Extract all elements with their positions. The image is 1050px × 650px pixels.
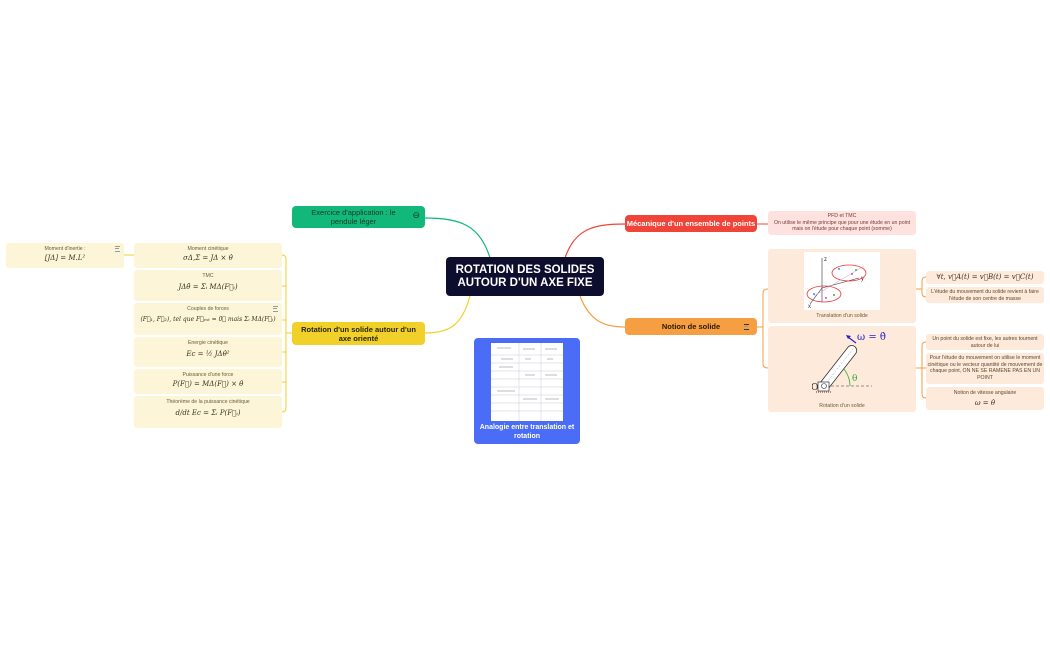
translation-fact-text[interactable]: L'étude du mouvement du solide revient à… xyxy=(926,287,1044,303)
omega-label: ω = θ̇ xyxy=(857,332,886,343)
item-label: Puissance d'une force xyxy=(182,372,234,378)
item-tmc[interactable]: TMC JΔθ̈ = Σᵢ MΔ(F⃗ᵢ) xyxy=(134,270,282,301)
item-label: Théorème de la puissance cinétique xyxy=(166,399,250,405)
inertia-formula: [JΔ] = M.L² xyxy=(44,253,86,262)
topic-solid-label: Notion de solide xyxy=(661,322,721,331)
fact-formula: ω = θ̇ xyxy=(974,398,996,407)
item-theoreme[interactable]: Théorème de la puissance cinétique d/dt … xyxy=(134,396,282,428)
topic-rotation-label: Rotation d'un solide autour d'un axe ori… xyxy=(301,324,416,343)
item-formula: (F⃗₁, F⃗₂), tel que F⃗ₑₓₜ = 0⃗ mais Σᵢ M… xyxy=(140,315,276,323)
mechanics-note-title: PFD et TMC xyxy=(827,213,857,219)
translation-image: z y x xyxy=(804,252,880,310)
item-formula: Ec = ½ JΔθ̇² xyxy=(186,349,230,358)
topic-exercise-label: Exercice d'application : le pendule lége… xyxy=(311,208,396,226)
mechanics-note[interactable]: PFD et TMC On utilise le même principe q… xyxy=(768,211,916,235)
fact-text: Notion de vitesse angulaire xyxy=(953,390,1017,396)
axis-z-label: z xyxy=(824,257,827,263)
item-formula: JΔθ̈ = Σᵢ MΔ(F⃗ᵢ) xyxy=(178,282,238,291)
topic-mechanics[interactable]: Mécanique d'un ensemble de points xyxy=(625,215,757,232)
axis-y-label: y xyxy=(861,276,864,282)
analogy-image xyxy=(491,343,563,421)
inertia-node[interactable]: Moment d'inertie : [JΔ] = M.L² xyxy=(6,243,124,268)
mechanics-note-text: On utilise le même principe que pour une… xyxy=(773,219,911,233)
rotation-fact-2[interactable]: Pour l'étude du mouvement on utilise le … xyxy=(926,353,1044,384)
item-couples[interactable]: Couples de forces (F⃗₁, F⃗₂), tel que F⃗… xyxy=(134,303,282,335)
inertia-label: Moment d'inertie : xyxy=(44,246,86,252)
central-topic[interactable]: ROTATION DES SOLIDES AUTOUR D'UN AXE FIX… xyxy=(446,257,604,296)
translation-caption: Translation d'un solide xyxy=(816,313,868,319)
item-formula: d/dt Ec = Σᵢ P(F⃗ᵢ) xyxy=(175,408,241,417)
item-label: Moment cinétique xyxy=(187,246,229,252)
collapse-icon[interactable]: ⊖ xyxy=(412,210,420,220)
item-label: TMC xyxy=(202,273,214,279)
rotation-image: θ O ω = θ̇ xyxy=(812,332,886,393)
item-puissance[interactable]: Puissance d'une force P(F⃗) = MΔ(F⃗) × θ… xyxy=(134,369,282,394)
rotation-fact-3[interactable]: Notion de vitesse angulaire ω = θ̇ xyxy=(926,387,1044,410)
item-label: Energie cinétique xyxy=(187,340,229,346)
analogy-label: Analogie entre translation et rotation xyxy=(479,424,575,440)
topic-mechanics-label: Mécanique d'un ensemble de points xyxy=(626,219,756,228)
origin-label: O xyxy=(812,383,818,393)
fact-text: Pour l'étude du mouvement on utilise le … xyxy=(927,355,1043,381)
topic-rotation-axis[interactable]: Rotation d'un solide autour d'un axe ori… xyxy=(292,322,425,345)
notes-icon[interactable] xyxy=(744,324,749,330)
rotation-node[interactable]: θ O ω = θ̇ Rotation d'un solide xyxy=(768,326,916,412)
topic-solid[interactable]: Notion de solide xyxy=(625,318,757,335)
rotation-caption: Rotation d'un solide xyxy=(819,403,865,409)
translation-node[interactable]: z y x Translation d'un solide xyxy=(768,249,916,323)
translation-fact-formula[interactable]: ∀t, v⃗A(t) = v⃗B(t) = v⃗C(t) xyxy=(926,271,1044,284)
central-title: ROTATION DES SOLIDES AUTOUR D'UN AXE FIX… xyxy=(455,263,595,289)
rotation-fact-1[interactable]: Un point du solide est fixe, les autres … xyxy=(926,334,1044,350)
theta-label: θ xyxy=(852,374,857,384)
fact-text: Un point du solide est fixe, les autres … xyxy=(932,336,1038,349)
item-formula: P(F⃗) = MΔ(F⃗) × θ̇ xyxy=(172,379,244,388)
fact-formula: ∀t, v⃗A(t) = v⃗B(t) = v⃗C(t) xyxy=(936,273,1034,282)
topic-exercise[interactable]: Exercice d'application : le pendule lége… xyxy=(292,206,425,228)
notes-icon[interactable] xyxy=(273,306,278,312)
item-moment-cinetique[interactable]: Moment cinétique σΔ,Σ = JΔ × θ̇ xyxy=(134,243,282,268)
item-formula: σΔ,Σ = JΔ × θ̇ xyxy=(183,253,233,262)
axis-x-label: x xyxy=(808,304,811,310)
notes-icon[interactable] xyxy=(115,246,120,252)
item-label: Couples de forces xyxy=(187,306,229,312)
item-energie[interactable]: Energie cinétique Ec = ½ JΔθ̇² xyxy=(134,337,282,367)
topic-analogy[interactable]: Analogie entre translation et rotation xyxy=(474,338,580,444)
fact-text: L'étude du mouvement du solide revient à… xyxy=(931,289,1039,302)
